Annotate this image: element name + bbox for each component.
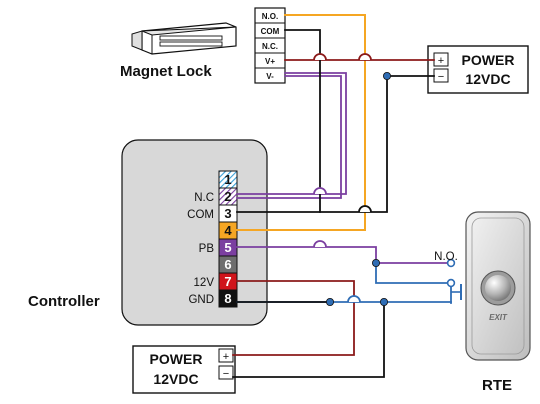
controller-pin-strip: 1 2 3 4 5 6 7 8 N.C COM PB 12V GND [187,170,238,308]
hop-gnd-red [347,295,361,303]
pin-6-number: 6 [224,257,231,272]
terminal-label-vplus: V+ [265,57,275,66]
wire-pb-purple [236,246,452,264]
controller-label: Controller [28,293,100,310]
exit-button-device: EXIT [465,211,531,361]
hop-pb-com [313,240,327,248]
terminal-label-nc: N.C. [262,42,278,51]
power-bottom-plus: + [223,351,229,363]
hop-vplus-com [313,53,327,61]
power-top-line1: POWER [462,52,515,68]
hop-purple-com [313,187,327,195]
wire-power-top-minus [319,75,435,213]
junction-dot [382,72,391,81]
hop-vplus-orange [358,53,372,61]
pin-2-label: N.C [194,192,214,204]
pin-8-block [218,289,238,308]
power-bottom-line2: 12VDC [153,371,198,387]
pin-5-label: PB [199,243,215,255]
rte-label: RTE [482,377,512,394]
pin-4-number: 4 [224,223,232,238]
wire-com-black [236,29,321,213]
switch-no-label: N.O. [434,251,458,263]
pin-2-number: 2 [224,189,231,204]
magnet-lock-label: Magnet Lock [120,63,212,80]
terminal-label-com: COM [261,27,280,36]
magnet-lock-terminal-block: N.O. COM N.C. V+ V- [254,7,286,84]
junction-dots [325,72,391,306]
terminal-label-no: N.O. [262,12,278,21]
power-bottom-line1: POWER [150,351,203,367]
wire-switch-blue [375,262,452,284]
power-supply-bottom: + − POWER 12VDC [132,345,236,394]
exit-button-text: EXIT [489,313,508,322]
power-top-minus: − [438,71,444,83]
power-supply-top: + − POWER 12VDC [427,45,529,94]
wire-gnd-to-power [232,301,385,378]
pin-1-number: 1 [224,172,231,187]
power-top-line2: 12VDC [465,71,510,87]
junction-dot [379,297,388,306]
pin-8-label: GND [188,294,214,306]
power-bottom-minus: − [223,368,229,380]
junction-dot [371,258,380,267]
pin-3-number: 3 [224,206,231,221]
magnet-lock-icon [131,22,237,55]
pin-5-number: 5 [224,240,231,255]
terminal-label-vminus: V- [266,72,274,81]
pin-3-label: COM [187,209,214,221]
pin-8-number: 8 [224,291,231,306]
no-switch-symbol: N.O. [434,251,462,300]
junction-dot [325,297,334,306]
pin-7-label: 12V [194,277,215,289]
wire-12v-red [232,280,355,356]
pin-7-number: 7 [224,274,231,289]
wire-vminus-purple-a [236,72,347,195]
hop-com-orange [358,205,372,213]
power-top-plus: + [438,55,444,67]
wire-vminus-purple-b [236,75,342,199]
wire-no-orange [236,14,366,231]
